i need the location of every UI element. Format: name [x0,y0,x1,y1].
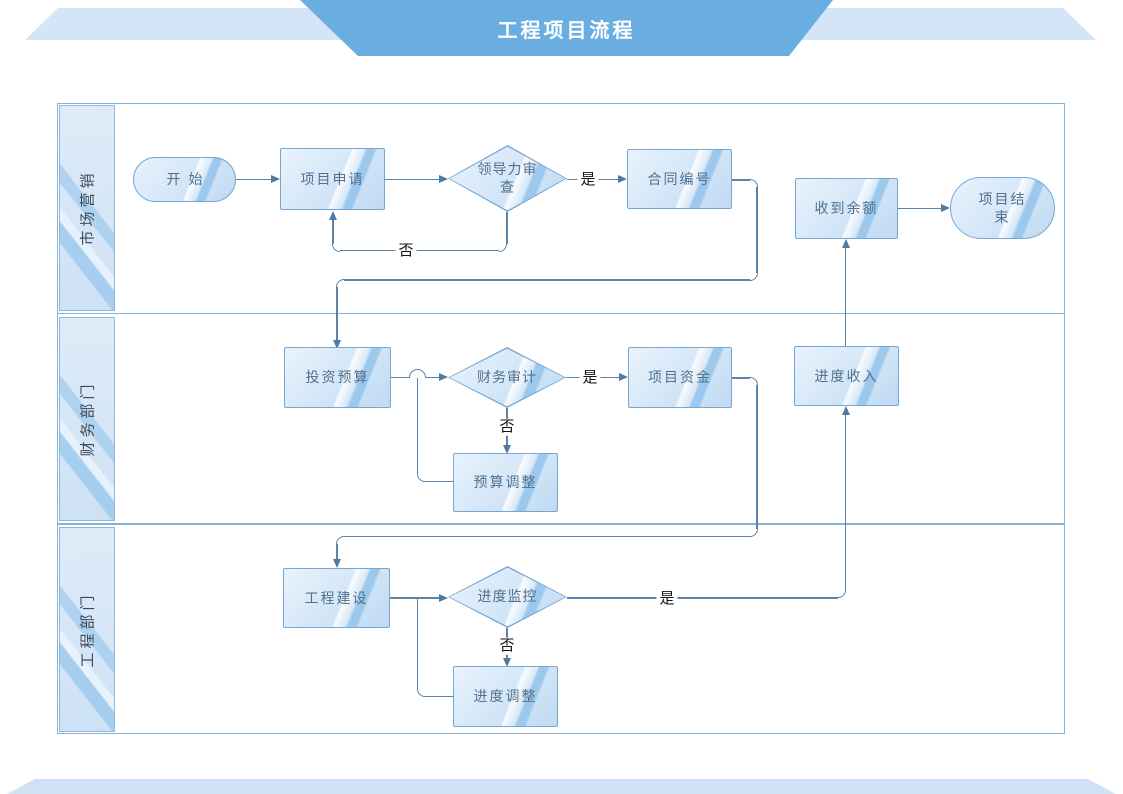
arrowhead-icon [271,174,280,183]
node-label: 进度监控 [477,588,538,605]
node-label: 项目资金 [648,369,712,386]
line-segment [756,187,758,273]
swimlane-frame [57,103,1065,734]
edge-label-yes: 是 [577,171,599,189]
edge-label-no: 否 [496,637,518,655]
node-budget-adjustment[interactable]: 预算调整 [453,453,558,512]
lane-divider [58,523,1064,525]
corner [749,179,758,188]
arrowhead-icon [841,406,850,416]
arrowhead-icon [333,559,341,569]
decision-leadership-review[interactable]: 领导力审查 [448,145,567,212]
node-label: 进度收入 [814,367,879,384]
footer-ribbon [7,779,1116,794]
node-label: 合同编号 [647,170,712,187]
node-project-end[interactable]: 项目结束 [950,177,1055,239]
edge-label-yes: 是 [656,590,678,607]
line-segment [340,250,499,252]
line-hop [408,369,426,378]
edge-label-no: 否 [496,418,518,436]
header-ribbon-left [25,8,345,40]
node-investment-budget[interactable]: 投资预算 [284,347,391,408]
arrowhead-icon [619,372,628,381]
line-segment [567,597,839,599]
node-label: 开始 [166,171,211,188]
line-segment [898,207,941,209]
arrowhead-icon [503,444,511,454]
corner [336,536,345,545]
arrowhead-icon [841,239,850,248]
line-segment [332,219,334,244]
line-segment [336,287,338,341]
lane-header-finance: 财务部门 [58,316,115,521]
lane-header-engineering: 工程部门 [58,526,115,732]
node-engineering-construction[interactable]: 工程建设 [283,568,390,628]
node-progress-adjustment[interactable]: 进度调整 [453,666,558,727]
node-progress-income[interactable]: 进度收入 [794,346,899,406]
line-segment [344,279,750,281]
line-segment [416,597,418,689]
line-segment [425,376,440,378]
arrowhead-icon [503,657,511,667]
lane-label: 市场营销 [79,169,97,246]
node-start[interactable]: 开始 [133,157,236,202]
line-segment [344,536,750,538]
node-label: 领导力审查 [477,161,538,195]
arrowhead-icon [439,372,448,381]
title-banner: 工程项目流程 [300,0,833,56]
node-label: 进度调整 [473,688,538,705]
node-label: 投资预算 [305,369,370,386]
arrowhead-icon [333,340,341,350]
line-segment [236,178,272,180]
node-project-application[interactable]: 项目申请 [280,148,385,210]
node-label: 财务审计 [477,368,537,385]
edge-label-yes: 是 [579,369,601,387]
node-project-funds[interactable]: 项目资金 [628,347,732,408]
line-segment [845,247,847,346]
decision-financial-audit[interactable]: 财务审计 [448,347,566,408]
arrowhead-icon [329,210,337,220]
line-segment [390,597,439,599]
page-title: 工程项目流程 [497,19,636,42]
line-segment [416,378,418,475]
arrowhead-icon [618,174,627,183]
lane-label: 财务部门 [79,380,97,457]
line-segment [756,385,758,530]
node-label: 预算调整 [473,474,538,491]
line-segment [385,178,439,180]
line-segment [391,376,410,378]
corner [332,243,341,252]
line-segment [336,544,338,561]
header-ribbon-right [789,8,1096,40]
line-segment [506,212,508,244]
arrowhead-icon [439,174,448,183]
corner [336,279,345,288]
arrowhead-icon [941,203,950,212]
line-segment [732,377,750,379]
lane-header-marketing: 市场营销 [58,104,115,311]
node-label: 收到余额 [814,200,879,217]
line-segment [424,480,453,483]
line-segment [424,695,453,697]
line-segment [732,179,750,181]
line-segment [845,414,847,591]
node-label: 项目结束 [978,190,1027,225]
node-receive-balance[interactable]: 收到余额 [795,178,898,239]
edge-label-no: 否 [395,242,417,260]
node-label: 工程建设 [304,589,369,606]
arrowhead-icon [439,593,448,602]
decision-progress-monitoring[interactable]: 进度监控 [448,566,567,628]
node-contract-number[interactable]: 合同编号 [627,149,732,209]
lane-label: 工程部门 [79,591,97,668]
corner [749,377,758,386]
lane-divider [58,313,1064,315]
node-label: 项目申请 [300,170,365,187]
